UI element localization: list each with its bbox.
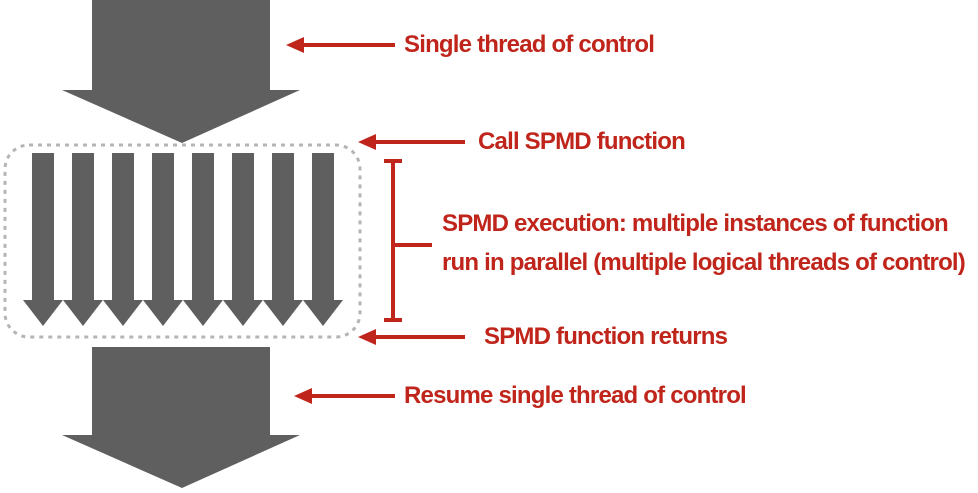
pointer-call-spmd — [358, 134, 465, 150]
parallel-arrows — [23, 153, 343, 326]
pointer-returns — [358, 329, 465, 345]
pointer-resume — [294, 388, 395, 404]
parallel-instance-arrow — [263, 153, 303, 326]
resume-thread-arrow — [62, 347, 300, 488]
pointer-single-thread — [286, 37, 395, 53]
parallel-instance-arrow — [143, 153, 183, 326]
parallel-instance-arrow — [223, 153, 263, 326]
label-call-spmd: Call SPMD function — [478, 128, 686, 155]
label-single-thread: Single thread of control — [404, 31, 655, 58]
parallel-instance-arrow — [63, 153, 103, 326]
execution-bracket — [384, 159, 432, 322]
label-execution-line2: run in parallel (multiple logical thread… — [442, 249, 966, 276]
label-execution-line1: SPMD execution: multiple instances of fu… — [442, 210, 949, 237]
parallel-instance-arrow — [183, 153, 223, 326]
label-returns: SPMD function returns — [484, 323, 728, 350]
parallel-instance-arrow — [303, 153, 343, 326]
parallel-instance-arrow — [23, 153, 63, 326]
label-resume: Resume single thread of control — [404, 382, 747, 409]
single-thread-arrow — [62, 0, 300, 143]
spmd-region-box — [3, 143, 362, 339]
parallel-instance-arrow — [103, 153, 143, 326]
